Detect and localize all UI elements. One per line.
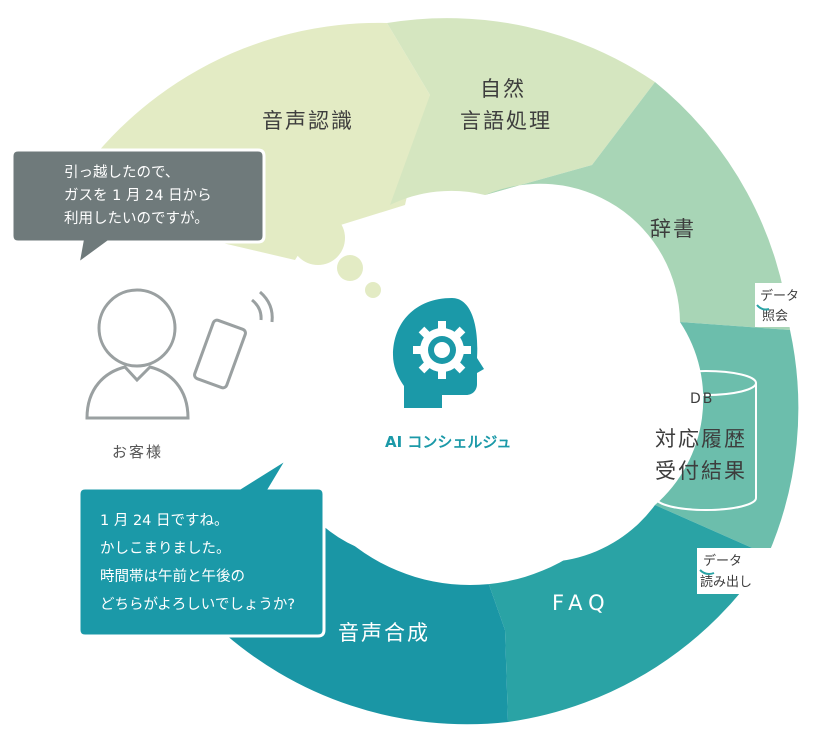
note-read-bg (697, 548, 777, 594)
segment-nlp (387, 18, 655, 206)
person-icon (85, 288, 190, 420)
ring (60, 18, 799, 725)
brand-label: AI コンシェルジュ (385, 433, 511, 451)
label-faq: FAQ (552, 591, 611, 615)
segment-faq (475, 505, 768, 722)
concierge-bubble-line-3: 時間帯は午前と午後の (100, 568, 245, 585)
database-icon (655, 370, 757, 511)
concierge-bubble-line-1: 1 月 24 日ですね。 (100, 512, 229, 529)
segment-db (655, 322, 799, 555)
note-lookup-line2: 照会 (762, 309, 788, 324)
customer-bubble-line-1: 引っ越したので、 (64, 164, 179, 181)
segment-dictionary (485, 82, 790, 330)
label-speech-recognition: 音声認識 (262, 109, 354, 133)
concierge-bubble: 1 月 24 日ですね。 かしこまりました。 時間帯は午前と午後の どちらがよろ… (77, 456, 326, 638)
arrow-read-icon (699, 569, 715, 575)
note-read-line1: データ (703, 553, 742, 569)
customer-bubble-line-3: 利用したいのですが。 (64, 210, 209, 227)
note-read-line2: 読み出し (700, 574, 752, 590)
label-nlp-line2: 言語処理 (460, 109, 552, 133)
concierge-bubble-line-4: どちらがよろしいでしょうか? (100, 596, 295, 613)
label-dictionary: 辞書 (650, 217, 696, 241)
arrow-lookup-icon (756, 304, 770, 311)
concierge-bubble-line-2: かしこまりました。 (100, 540, 231, 557)
customer-bubble-line-2: ガスを 1 月 24 日から (64, 187, 212, 204)
note-lookup-bg (755, 283, 817, 327)
note-lookup-line1: データ (760, 288, 799, 304)
gear-head-icon (393, 298, 484, 408)
label-speech-synthesis: 音声合成 (338, 621, 430, 645)
label-db-line1: 対応履歴 (655, 427, 747, 451)
label-nlp-line1: 自然 (480, 77, 526, 101)
smartphone-icon (193, 290, 274, 390)
thought-bubbles (291, 211, 381, 298)
label-db-line2: 受付結果 (655, 459, 747, 483)
customer-bubble: 引っ越したので、 ガスを 1 月 24 日から 利用したいのですが。 (10, 148, 266, 268)
label-db: DB (690, 391, 714, 407)
ring-hole (280, 205, 660, 585)
customer-label: お客様 (112, 443, 163, 461)
